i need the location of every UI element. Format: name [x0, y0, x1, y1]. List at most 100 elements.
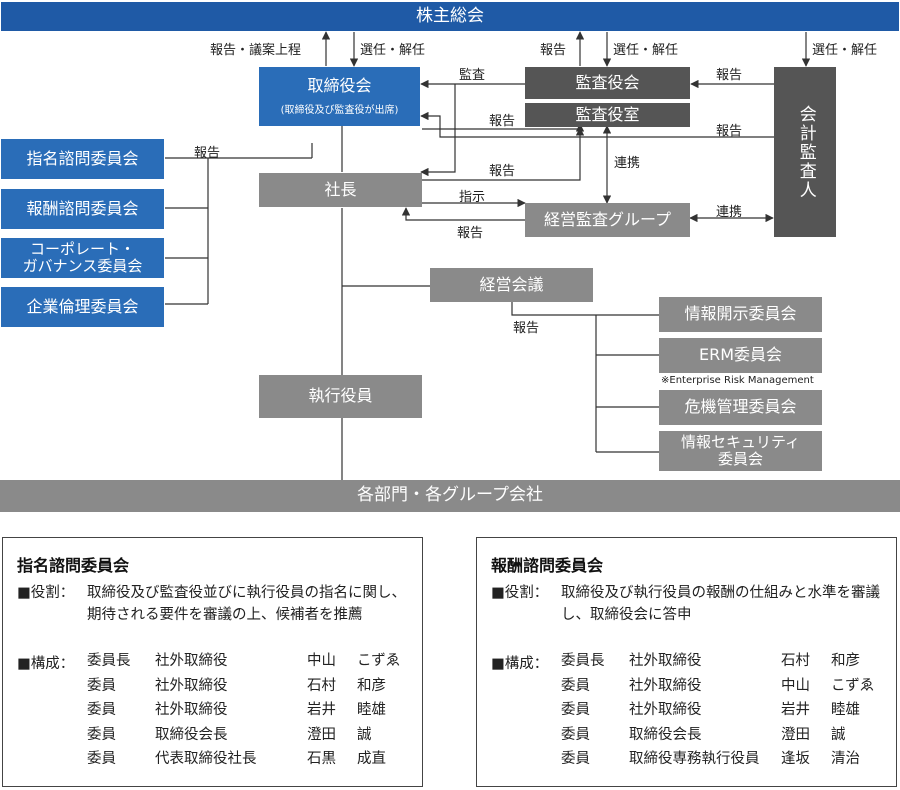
member-role: 委員 — [561, 702, 590, 718]
shareholders-meeting-box: 株主総会 — [1, 2, 899, 31]
management-council-label: 経営会議 — [479, 274, 544, 294]
member-surname: 石村 — [307, 677, 336, 694]
label-report: 報告 — [540, 43, 567, 58]
member-given: 成直 — [357, 751, 386, 767]
member-surname: 中山 — [781, 677, 810, 694]
label-coordinate: 連携 — [716, 205, 743, 220]
departments-label: 各部門・各グループ会社 — [357, 485, 543, 506]
advisory-label: 報酬諮問委員会 — [26, 198, 139, 218]
member-role: 委員 — [561, 751, 590, 767]
audit-office-label: 監査役室 — [575, 104, 640, 124]
member-given: 誠 — [831, 726, 846, 743]
president-label: 社長 — [324, 179, 357, 199]
label-report: 報告 — [457, 226, 484, 241]
crisis-committee-box: 危機管理委員会 — [659, 390, 822, 425]
member-role: 委員 — [87, 726, 116, 743]
member-surname: 石黒 — [307, 751, 336, 767]
governance-committee-box: コーポレート・ ガバナンス委員会 — [1, 238, 164, 278]
composition-key: ■構成： — [491, 656, 549, 672]
label-report-proposal: 報告・議案上程 — [210, 43, 302, 58]
member-role: 委員 — [561, 726, 590, 743]
member-surname: 中山 — [307, 653, 336, 669]
member-surname: 澄田 — [307, 726, 336, 743]
ethics-committee-box: 企業倫理委員会 — [1, 287, 164, 327]
member-title: 社外取締役 — [155, 653, 228, 669]
member-surname: 澄田 — [781, 726, 810, 743]
panel-title: 指名諮問委員会 — [17, 556, 130, 575]
role-text: 取締役及び執行役員の報酬の仕組みと水準を審議し、取締役会に答申 — [561, 585, 880, 623]
label-report: 報告 — [513, 321, 540, 336]
member-title: 社外取締役 — [629, 702, 702, 718]
role-text: 取締役及び監査役並びに執行役員の指名に関し、期待される要件を審議の上、候補者を推… — [87, 585, 406, 623]
label-elect-dismiss: 選任・解任 — [360, 43, 426, 58]
label-instruct: 指示 — [459, 190, 486, 205]
compensation-committee-panel: 報酬諮問委員会 ■役割： 取締役及び執行役員の報酬の仕組みと水準を審議し、取締役… — [476, 537, 897, 787]
member-surname: 岩井 — [781, 702, 810, 718]
member-surname: 岩井 — [307, 702, 336, 718]
disclosure-committee-box: 情報開示委員会 — [659, 297, 822, 332]
member-given: 睦雄 — [357, 702, 386, 718]
label-coordinate: 連携 — [614, 156, 641, 171]
member-given: 誠 — [357, 726, 372, 743]
label-report: 報告 — [716, 124, 743, 139]
board-of-directors-box: 取締役会 (取締役及び監査役が出席) — [259, 67, 420, 126]
member-given: こずゑ — [357, 653, 401, 669]
president-box: 社長 — [259, 173, 422, 207]
label-audit: 監査 — [459, 68, 486, 83]
accounting-auditor-label: 会計監査人 — [795, 104, 816, 200]
executive-officers-label: 執行役員 — [308, 386, 373, 406]
accounting-auditor-box: 会計監査人 — [774, 67, 836, 237]
internal-audit-group-label: 経営監査グループ — [543, 209, 672, 229]
board-label: 取締役会 — [307, 75, 372, 95]
member-given: 睦雄 — [831, 702, 860, 718]
member-role: 委員 — [87, 677, 116, 694]
committee-label: 情報開示委員会 — [684, 304, 797, 324]
label-report: 報告 — [716, 68, 743, 83]
label-report: 報告 — [489, 114, 516, 129]
label-report: 報告 — [489, 164, 516, 179]
committee-label: 危機管理委員会 — [684, 397, 797, 417]
member-role: 委員長 — [87, 653, 131, 669]
advisory-label: コーポレート・ ガバナンス委員会 — [22, 239, 143, 275]
compensation-committee-box: 報酬諮問委員会 — [1, 189, 164, 229]
member-role: 委員 — [87, 751, 116, 767]
label-elect-dismiss: 選任・解任 — [613, 43, 679, 58]
shareholders-meeting-label: 株主総会 — [416, 5, 484, 26]
member-title: 社外取締役 — [155, 677, 228, 694]
member-role: 委員 — [561, 677, 590, 694]
member-role: 委員長 — [561, 653, 605, 669]
executive-officers-box: 執行役員 — [259, 375, 422, 418]
member-given: 清治 — [831, 751, 860, 767]
board-note: (取締役及び監査役が出席) — [280, 105, 399, 117]
member-title: 社外取締役 — [629, 653, 702, 669]
nomination-committee-box: 指名諮問委員会 — [1, 139, 164, 179]
member-surname: 石村 — [781, 653, 810, 669]
member-given: こずゑ — [831, 677, 875, 694]
nomination-committee-panel: 指名諮問委員会 ■役割： 取締役及び監査役並びに執行役員の指名に関し、期待される… — [2, 537, 423, 787]
label-elect-dismiss: 選任・解任 — [812, 43, 878, 58]
audit-board-label: 監査役会 — [575, 72, 640, 92]
committee-label: 情報セキュリティ 委員会 — [680, 432, 801, 468]
role-key: ■役割： — [491, 585, 549, 601]
departments-box: 各部門・各グループ会社 — [0, 480, 900, 512]
advisory-label: 企業倫理委員会 — [26, 296, 139, 316]
member-role: 委員 — [87, 702, 116, 718]
management-council-box: 経営会議 — [430, 268, 593, 302]
erm-committee-box: ERM委員会 — [659, 338, 822, 373]
member-given: 和彦 — [357, 677, 386, 694]
member-title: 取締役専務執行役員 — [629, 751, 760, 767]
erm-note: ※Enterprise Risk Management — [661, 375, 814, 386]
member-title: 社外取締役 — [155, 702, 228, 718]
audit-board-box: 監査役会 — [525, 67, 690, 99]
committee-label: ERM委員会 — [698, 345, 783, 365]
label-report: 報告 — [194, 146, 221, 161]
composition-key: ■構成： — [17, 656, 75, 672]
member-title: 社外取締役 — [629, 677, 702, 694]
internal-audit-group-box: 経営監査グループ — [525, 203, 690, 237]
audit-office-box: 監査役室 — [525, 103, 690, 127]
member-title: 代表取締役社長 — [155, 751, 257, 767]
member-title: 取締役会長 — [629, 726, 702, 743]
role-key: ■役割： — [17, 585, 75, 601]
security-committee-box: 情報セキュリティ 委員会 — [659, 431, 822, 471]
